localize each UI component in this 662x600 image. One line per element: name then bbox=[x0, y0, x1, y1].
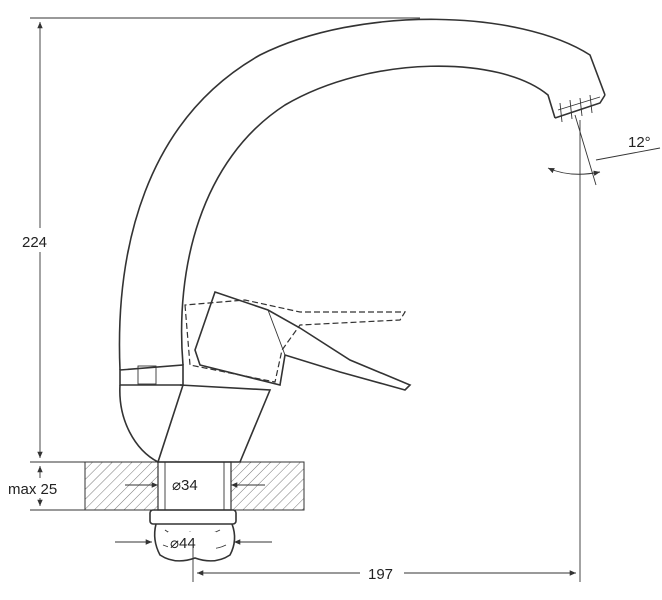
angle-label: 12° bbox=[628, 134, 651, 151]
angle-dimension: 12° bbox=[547, 114, 661, 186]
thickness-dimension: max 25 bbox=[6, 466, 85, 511]
height-dimension: 224 bbox=[14, 17, 420, 463]
thickness-label: max 25 bbox=[8, 481, 57, 498]
hole-diameter-label: ⌀34 bbox=[172, 477, 198, 494]
nut-diameter-label: ⌀44 bbox=[170, 535, 196, 552]
faucet-body bbox=[119, 364, 272, 463]
hole-diameter-dimension: ⌀34 bbox=[125, 474, 265, 494]
reach-label: 197 bbox=[368, 566, 393, 583]
reach-dimension: 197 bbox=[192, 120, 581, 583]
lever-handle-open-position bbox=[184, 299, 407, 383]
lever-handle bbox=[194, 290, 412, 391]
height-label: 224 bbox=[22, 234, 47, 251]
spout bbox=[118, 18, 606, 371]
nut-diameter-dimension: ⌀44 bbox=[115, 532, 272, 552]
